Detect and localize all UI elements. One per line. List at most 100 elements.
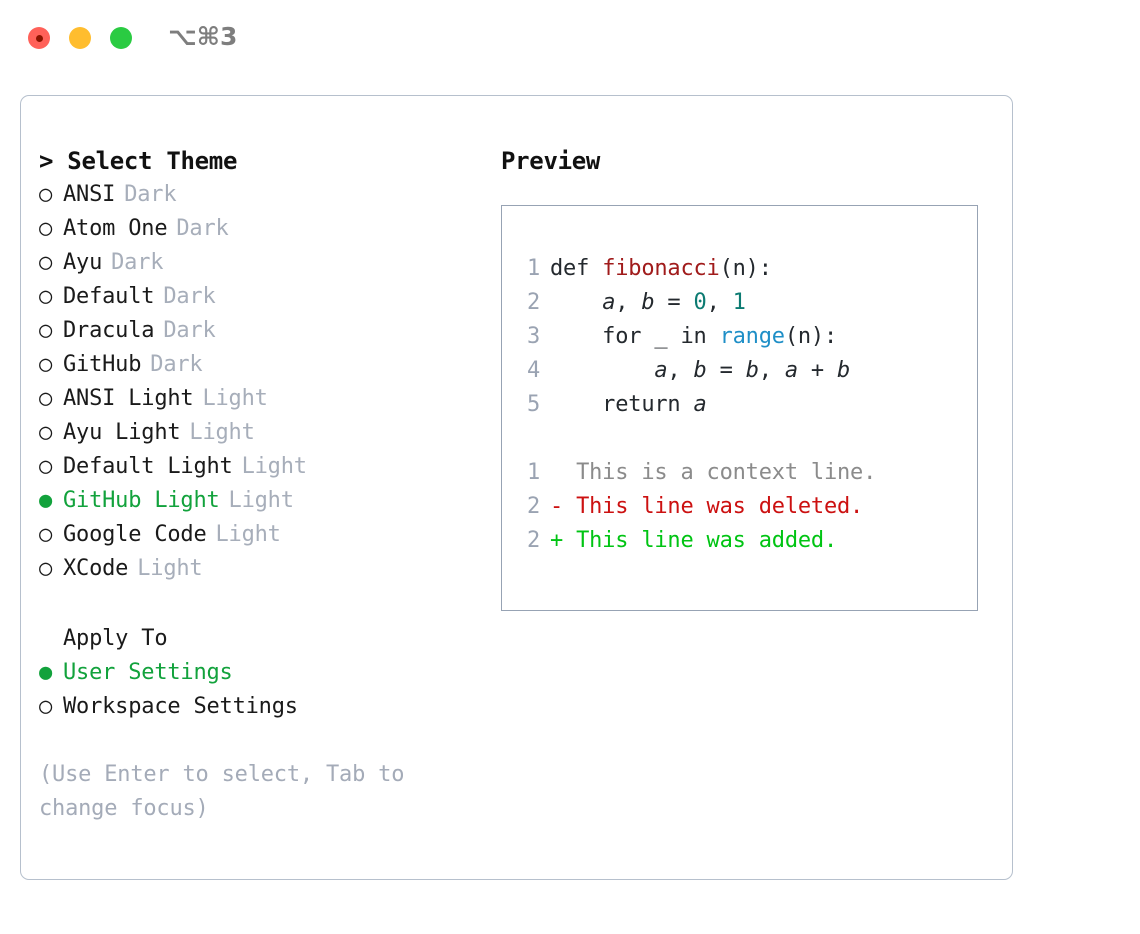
code-token-plain: , xyxy=(706,290,733,315)
code-token-plain xyxy=(550,290,602,315)
apply-to-heading: Apply To xyxy=(63,626,168,651)
code-token-plain: , xyxy=(615,290,642,315)
line-number: 5 xyxy=(526,392,540,417)
option-row[interactable]: ● GitHub Light Light xyxy=(39,484,489,518)
radio-unselected-icon: ○ xyxy=(39,522,53,547)
diff-line-text: This is a context line. xyxy=(563,460,877,485)
option-label: ANSI xyxy=(63,182,116,207)
code-line-content: return a xyxy=(550,388,707,422)
radio-selected-icon: ● xyxy=(39,488,53,513)
option-variant-badge: Dark xyxy=(150,352,203,377)
select-theme-heading: > Select Theme xyxy=(39,147,238,175)
option-variant-badge: Light xyxy=(215,522,281,547)
code-token-var: a xyxy=(784,358,798,383)
code-token-var: b xyxy=(693,358,707,383)
line-number: 3 xyxy=(526,324,540,349)
code-token-plain: for _ in xyxy=(550,324,720,349)
code-token-var: a xyxy=(602,290,616,315)
line-number: 1 xyxy=(526,256,540,281)
diff-line-number: 2 xyxy=(526,528,540,553)
zoom-button[interactable] xyxy=(110,27,132,49)
option-variant-badge: Light xyxy=(202,386,268,411)
code-line-content: a, b = b, a + b xyxy=(550,354,850,388)
line-number: 4 xyxy=(526,358,540,383)
code-token-plain: return xyxy=(550,392,694,417)
code-sample: 1 def fibonacci(n):2 a, b = 0, 1 3 for _ i… xyxy=(516,252,971,422)
keyboard-hint-text: (Use Enter to select, Tab to change focu… xyxy=(39,762,405,821)
option-row[interactable]: ○ Workspace Settings xyxy=(39,690,489,724)
code-token-var: b xyxy=(641,290,655,315)
code-token-var: a xyxy=(693,392,707,417)
option-label: GitHub Light xyxy=(63,488,220,513)
diff-marker: - xyxy=(550,494,564,519)
option-variant-badge: Light xyxy=(137,556,203,581)
code-line: 5 return a xyxy=(516,388,971,422)
code-line: 4 a, b = b, a + b xyxy=(516,354,971,388)
code-token-num: 1 xyxy=(732,290,746,315)
option-label: Default Light xyxy=(63,454,233,479)
keyboard-shortcut-label: ⌥⌘3 xyxy=(168,22,238,51)
title-bar: ⌥⌘3 xyxy=(0,0,1140,76)
option-row[interactable]: ○ ANSI Dark xyxy=(39,178,489,212)
diff-line-text: This line was deleted. xyxy=(563,494,864,519)
code-line: 1 def fibonacci(n): xyxy=(516,252,971,286)
close-button[interactable] xyxy=(28,27,50,49)
apply-to-option-list[interactable]: ●User Settings ○ Workspace Settings xyxy=(39,656,489,724)
option-label: Ayu Light xyxy=(63,420,181,445)
option-variant-badge: Light xyxy=(228,488,294,513)
code-token-plain: def xyxy=(550,256,603,281)
option-label: Ayu xyxy=(63,250,103,275)
code-token-var: b xyxy=(837,358,851,383)
section-spacer xyxy=(39,586,489,622)
code-token-plain: + xyxy=(797,358,838,383)
radio-unselected-icon: ○ xyxy=(39,694,53,719)
radio-unselected-icon: ○ xyxy=(39,420,53,445)
option-label: Google Code xyxy=(63,522,207,547)
diff-line: 1 This is a context line. xyxy=(516,456,971,490)
radio-selected-icon: ● xyxy=(39,660,53,685)
option-row[interactable]: ○ Google Code Light xyxy=(39,518,489,552)
code-token-plain: , xyxy=(667,358,694,383)
code-line: 2 a, b = 0, 1 xyxy=(516,286,971,320)
radio-unselected-icon: ○ xyxy=(39,352,53,377)
code-token-var: b xyxy=(745,358,759,383)
diff-line-text: This line was added. xyxy=(563,528,837,553)
diff-marker: + xyxy=(550,528,564,553)
option-row[interactable]: ●User Settings xyxy=(39,656,489,690)
code-token-plain: , xyxy=(758,358,785,383)
code-token-num: 0 xyxy=(693,290,707,315)
diff-line: 2 + This line was added. xyxy=(516,524,971,558)
radio-unselected-icon: ○ xyxy=(39,318,53,343)
minimize-button[interactable] xyxy=(69,27,91,49)
code-token-plain: = xyxy=(706,358,746,383)
code-line-content: def fibonacci(n): xyxy=(550,252,772,286)
option-variant-badge: Dark xyxy=(163,284,216,309)
code-token-plain xyxy=(550,358,654,383)
code-diff-spacer xyxy=(516,422,971,456)
preview-heading: Preview xyxy=(501,147,601,175)
option-label: Dracula xyxy=(63,318,155,343)
option-label: XCode xyxy=(63,556,129,581)
radio-unselected-icon: ○ xyxy=(39,454,53,479)
radio-unselected-icon: ○ xyxy=(39,182,53,207)
diff-marker xyxy=(550,456,563,490)
option-variant-badge: Dark xyxy=(111,250,164,275)
option-label: Workspace Settings xyxy=(63,694,298,719)
option-label: Atom One xyxy=(63,216,168,241)
diff-sample: 1 This is a context line. 2- This line wa… xyxy=(516,456,971,558)
option-variant-badge: Dark xyxy=(124,182,177,207)
code-token-plain: (n): xyxy=(719,256,772,281)
